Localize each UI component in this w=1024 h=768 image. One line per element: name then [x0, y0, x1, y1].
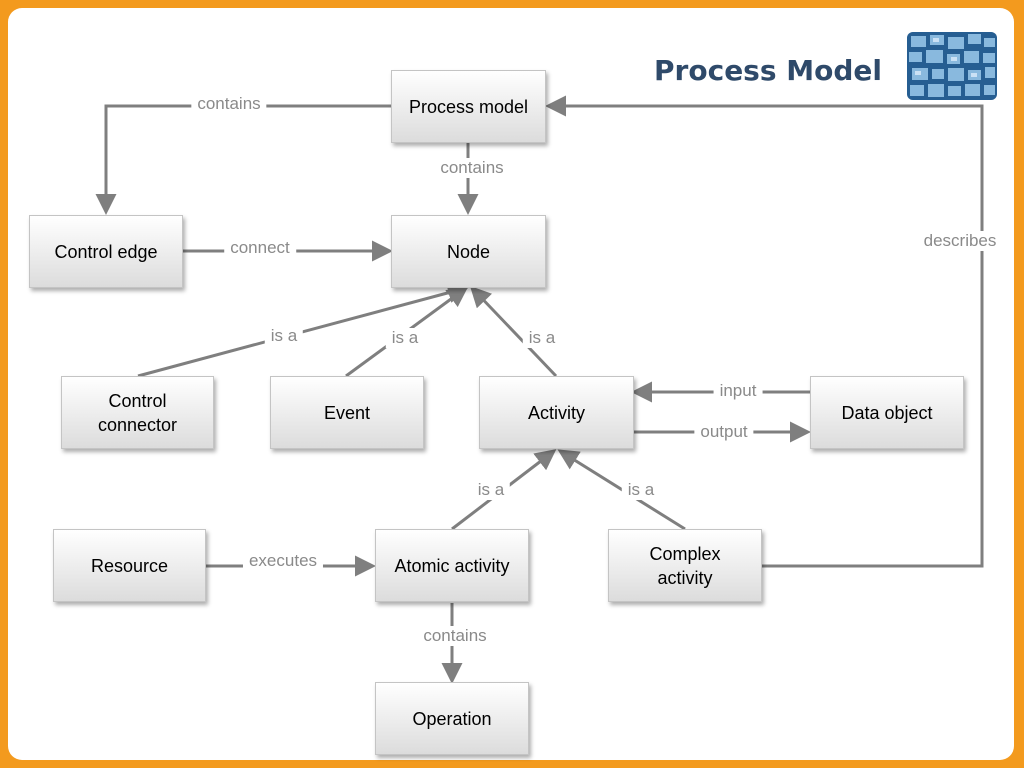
node-activity: Activity — [479, 376, 634, 449]
node-atomic-activity: Atomic activity — [375, 529, 529, 602]
label-edge-connect-node: connect — [224, 238, 296, 258]
node-control-edge: Control edge — [29, 215, 183, 288]
label-connector-isa-node: is a — [264, 326, 304, 346]
label-activity-output-data: output — [694, 422, 754, 442]
label-data-input-activity: input — [713, 381, 763, 401]
label-event-isa-node: is a — [385, 328, 425, 348]
label-atomic-contains-operation: contains — [417, 626, 493, 646]
node-node: Node — [391, 215, 546, 288]
label-complex-describes-pm: describes — [917, 231, 1003, 251]
edge-complex-describes-pm — [545, 95, 984, 568]
label-atomic-isa-activity: is a — [471, 480, 511, 500]
node-data-object: Data object — [810, 376, 964, 449]
node-control-connector: Control connector — [61, 376, 214, 449]
edge-activity-isa-node — [469, 285, 558, 378]
slide-title: Process Model — [654, 54, 882, 87]
label-pm-contains-node: contains — [434, 158, 510, 178]
label-resource-executes-atomic: executes — [242, 551, 324, 571]
edge-pm-contains-edge — [95, 104, 391, 215]
node-process-model: Process model — [391, 70, 546, 143]
label-pm-contains-edge: contains — [191, 94, 267, 114]
tiled-screens-image — [907, 32, 997, 100]
node-operation: Operation — [375, 682, 529, 755]
label-complex-isa-activity: is a — [621, 480, 661, 500]
node-resource: Resource — [53, 529, 206, 602]
label-activity-isa-node: is a — [522, 328, 562, 348]
node-complex-activity: Complex activity — [608, 529, 762, 602]
node-event: Event — [270, 376, 424, 449]
